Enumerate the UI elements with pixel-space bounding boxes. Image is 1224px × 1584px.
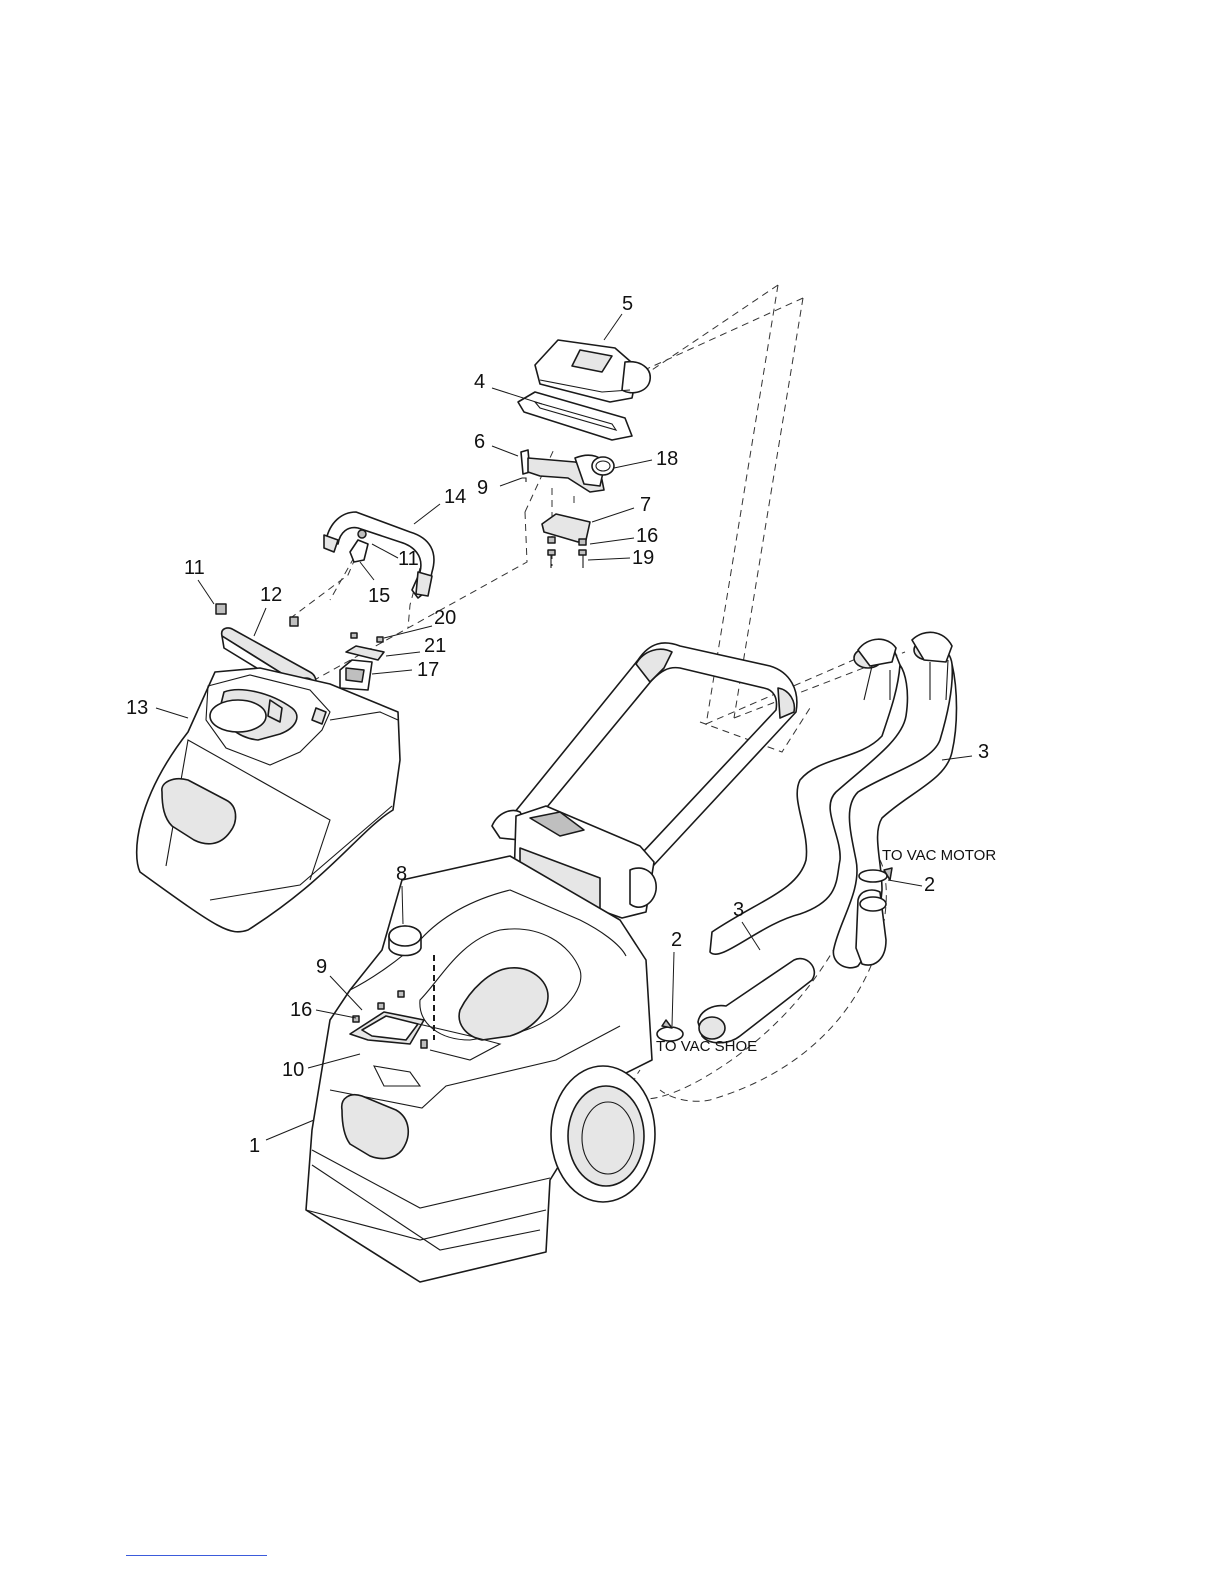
callout-15: 15 xyxy=(368,585,390,607)
callout-14: 14 xyxy=(444,486,466,508)
callout-18: 18 xyxy=(656,448,678,470)
note-to-vac-shoe: TO VAC SHOE xyxy=(656,1038,757,1055)
callout-8: 8 xyxy=(396,863,407,885)
part-21-plate xyxy=(346,646,384,660)
callout-9-lower: 9 xyxy=(316,956,327,978)
footer-rule xyxy=(126,1555,267,1556)
callout-1: 1 xyxy=(249,1135,260,1157)
part-17-valve-housing xyxy=(340,660,372,690)
callout-11-left: 11 xyxy=(184,557,205,579)
callout-21: 21 xyxy=(424,635,446,657)
callout-10: 10 xyxy=(282,1059,304,1081)
callout-17: 17 xyxy=(417,659,439,681)
callout-2-left: 2 xyxy=(671,929,682,951)
callout-16-upper: 16 xyxy=(636,525,658,547)
callout-16-lower: 16 xyxy=(290,999,312,1021)
callout-2-right: 2 xyxy=(924,874,935,896)
callout-7: 7 xyxy=(640,494,651,516)
callout-4: 4 xyxy=(474,371,485,393)
callout-12: 12 xyxy=(260,584,282,606)
part-8-float xyxy=(389,926,421,956)
callout-6: 6 xyxy=(474,431,485,453)
part-5-vac-cover xyxy=(535,340,650,402)
callout-5: 5 xyxy=(622,293,633,315)
part-6-float-bracket xyxy=(521,450,604,492)
note-to-vac-motor: TO VAC MOTOR xyxy=(882,847,996,864)
part-3-vac-hoses xyxy=(698,632,957,1042)
part-13-recovery-tank xyxy=(137,668,400,932)
callout-11-right: 11 xyxy=(398,548,419,570)
part-20-screws xyxy=(351,633,383,642)
part-11-screws xyxy=(216,604,298,626)
callout-19: 19 xyxy=(632,547,654,569)
part-15-hinge-clip xyxy=(350,530,368,562)
callout-13: 13 xyxy=(126,697,148,719)
part-18-o-ring xyxy=(592,457,614,475)
callout-3-left: 3 xyxy=(733,899,744,921)
callout-3-right: 3 xyxy=(978,741,989,763)
callout-20: 20 xyxy=(434,607,456,629)
callout-9-upper: 9 xyxy=(477,477,488,499)
